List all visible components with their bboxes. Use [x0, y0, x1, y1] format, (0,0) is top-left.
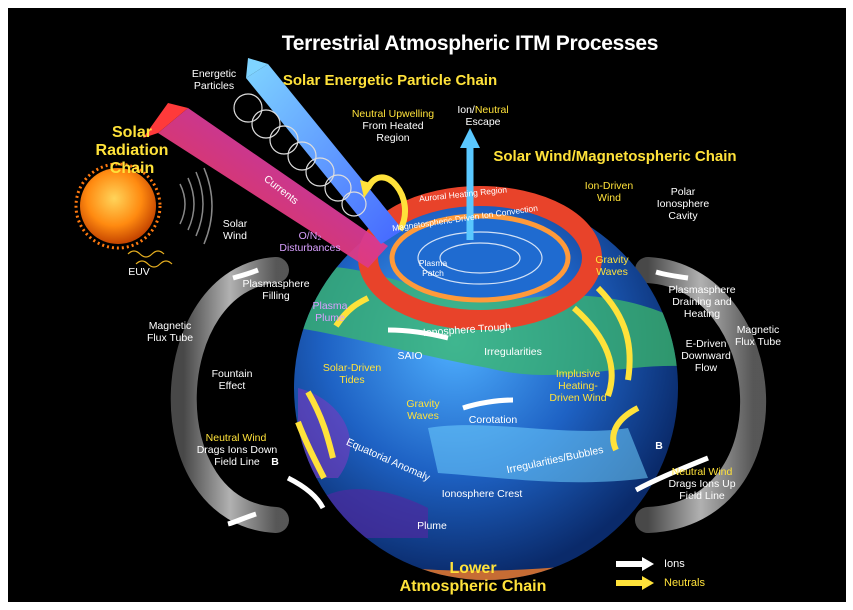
neutral-wind-left-title: Neutral Wind: [205, 432, 267, 444]
irregularities-label: Irregularities: [484, 346, 542, 358]
ion-escape-neutral-text: Neutral: [474, 104, 509, 116]
ion-escape-ion-text: Ion/: [457, 104, 475, 116]
disturbances-label: O/N₂ Disturbances: [279, 230, 341, 254]
solar-radiation-beam: [143, 103, 388, 268]
escape-label: Escape: [465, 116, 501, 128]
gravity-waves-top-label: Gravity Waves: [595, 254, 629, 278]
neutral-wind-arrows: [295, 285, 640, 480]
gravity-waves-mid-label: Gravity Waves: [406, 398, 440, 422]
auroral-heating-ring: [358, 186, 602, 330]
solar-wind-magnetospheric-chain-label: Solar Wind/Magnetospheric Chain: [493, 148, 737, 165]
plasma-plume-label: Plasma Plume: [312, 300, 348, 324]
euv-label: EUV: [128, 266, 150, 278]
b-field-right-label: B: [655, 440, 663, 452]
solar-energetic-particle-chain-label: Solar Energetic Particle Chain: [282, 72, 498, 89]
ion-driven-wind-label: Ion-Driven Wind: [584, 180, 634, 204]
magnetic-flux-tube-left: [170, 257, 289, 533]
ion-escape-arrow: [460, 128, 480, 240]
e-driven-flow-label: E-Driven Downward Flow: [681, 338, 731, 374]
polar-ionosphere-cavity-label: Polar Ionosphere Cavity: [656, 186, 710, 222]
solar-wind-waves: [179, 167, 213, 245]
sun-icon: [74, 162, 162, 250]
plasma-patch-label: Plasma Patch: [418, 258, 448, 278]
neutral-upwelling-label: Neutral Upwelling: [351, 108, 435, 120]
euv-rays: [127, 250, 173, 268]
diagram-title: Terrestrial Atmospheric ITM Processes: [281, 32, 659, 55]
diagram-canvas: Terrestrial Atmospheric ITM Processes So…: [8, 8, 846, 602]
plasmasphere-draining-label: Plasmasphere Draining and Heating: [668, 284, 736, 320]
legend-neutrals-label: Neutrals: [664, 577, 705, 589]
energetic-particles-label: Energetic Particles: [191, 68, 237, 92]
solar-radiation-chain-label: Solar Radiation Chain: [95, 124, 169, 177]
ion-flow-arrows: [227, 267, 709, 527]
b-field-left-label: B: [271, 456, 279, 468]
magnetic-flux-tube-right-label: Magnetic Flux Tube: [734, 324, 782, 348]
ion-neutral-escape-label: Ion/Neutral: [448, 104, 518, 116]
solar-wind-label: Solar Wind: [222, 218, 248, 242]
neutral-upwelling-arrow: [360, 174, 408, 232]
neutral-wind-right-body: Drags Ions Up Field Line: [668, 478, 736, 502]
saio-label: SAIO: [397, 350, 423, 362]
particle-spiral: [233, 93, 367, 217]
corotation-label: Corotation: [468, 414, 518, 426]
diagram-artwork: [74, 58, 767, 590]
magnetic-flux-tube-right: [635, 257, 767, 533]
implusive-heating-label: Implusive Heating- Driven Wind: [549, 368, 607, 404]
legend-ions-label: Ions: [664, 558, 685, 570]
plasmasphere-filling-label: Plasmasphere Filling: [242, 278, 310, 302]
lower-atmospheric-chain-label: Lower Atmospheric Chain: [399, 560, 547, 595]
fountain-effect-label: Fountain Effect: [211, 368, 253, 392]
ionosphere-crest-label: Ionosphere Crest: [441, 488, 523, 500]
legend-neutrals-arrow: [616, 576, 654, 590]
plume-label: Plume: [417, 520, 447, 532]
solar-driven-tides-label: Solar-Driven Tides: [322, 362, 382, 386]
energetic-particle-beam: [246, 58, 403, 244]
legend-ions-arrow: [616, 557, 654, 571]
from-heated-region-label: From Heated Region: [362, 120, 424, 144]
neutral-wind-left-body: Drags Ions Down Field Line: [196, 444, 278, 468]
magnetic-flux-tube-left-label: Magnetic Flux Tube: [146, 320, 194, 344]
neutral-wind-right-title: Neutral Wind: [671, 466, 733, 478]
